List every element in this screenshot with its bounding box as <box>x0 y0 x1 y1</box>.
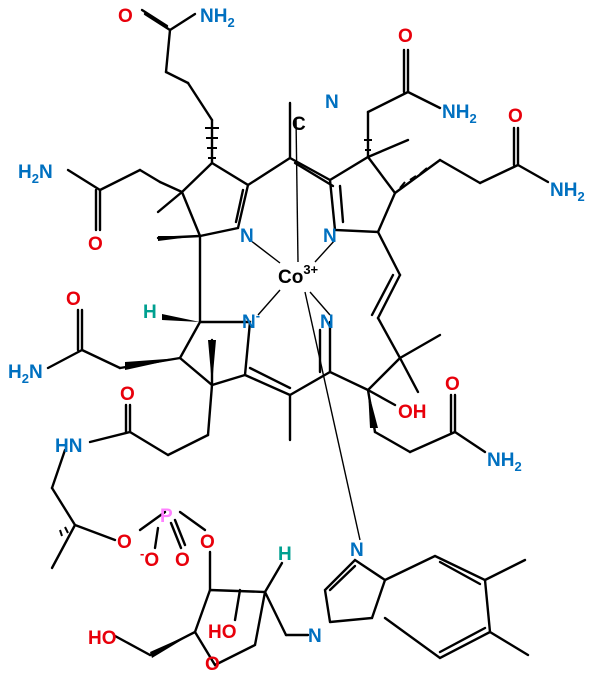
amine-label: H2N <box>8 362 43 386</box>
oxygen-label: O <box>445 374 460 395</box>
nitrogen-label: N <box>308 626 322 647</box>
nitrogen-label: N <box>320 312 334 333</box>
nitrogen-anion-label: N- <box>242 308 260 333</box>
ring-oxygen-label: O <box>205 654 220 675</box>
hydroxyl-label: HO <box>88 628 117 649</box>
nitrogen-label: N <box>323 226 337 247</box>
oxygen-label: O <box>88 234 103 255</box>
oxygen-label: O <box>117 532 132 553</box>
phosphate-oxygen-anion-label: -O <box>140 546 159 571</box>
oxygen-label: O <box>120 384 135 405</box>
hydrogen-label: H <box>143 302 157 323</box>
amine-label: NH2 <box>200 6 235 30</box>
amine-label: H2N <box>18 162 53 186</box>
amine-label: NH2 <box>550 180 585 204</box>
amine-label: NH2 <box>442 102 477 126</box>
nitrile-nitrogen-label: N <box>325 92 339 113</box>
hydroxyl-label: HO <box>208 622 237 643</box>
oxygen-label: O <box>66 289 81 310</box>
cobalt-label: Co3+ <box>278 262 319 288</box>
amide-nh-label: HN <box>55 436 82 457</box>
hydroxyl-label: OH <box>398 402 427 423</box>
hydrogen-label: H <box>278 544 292 565</box>
stereo-bonds <box>59 127 428 658</box>
nitrogen-label: N <box>350 540 364 561</box>
phosphorus-label: P <box>160 506 173 527</box>
oxygen-label: O <box>200 532 215 553</box>
oxygen-label: O <box>175 550 190 571</box>
nitrile-carbon-label: C <box>292 114 306 135</box>
atom-labels: O NH2 H2N O O NH2 O NH2 C N N N N- N Co3… <box>8 6 585 675</box>
oxygen-label: O <box>118 6 133 27</box>
oxygen-label: O <box>508 106 523 127</box>
nitrogen-label: N <box>240 226 254 247</box>
bond-skeleton <box>46 8 550 667</box>
oxygen-label: O <box>398 26 413 47</box>
amine-label: NH2 <box>487 450 522 474</box>
